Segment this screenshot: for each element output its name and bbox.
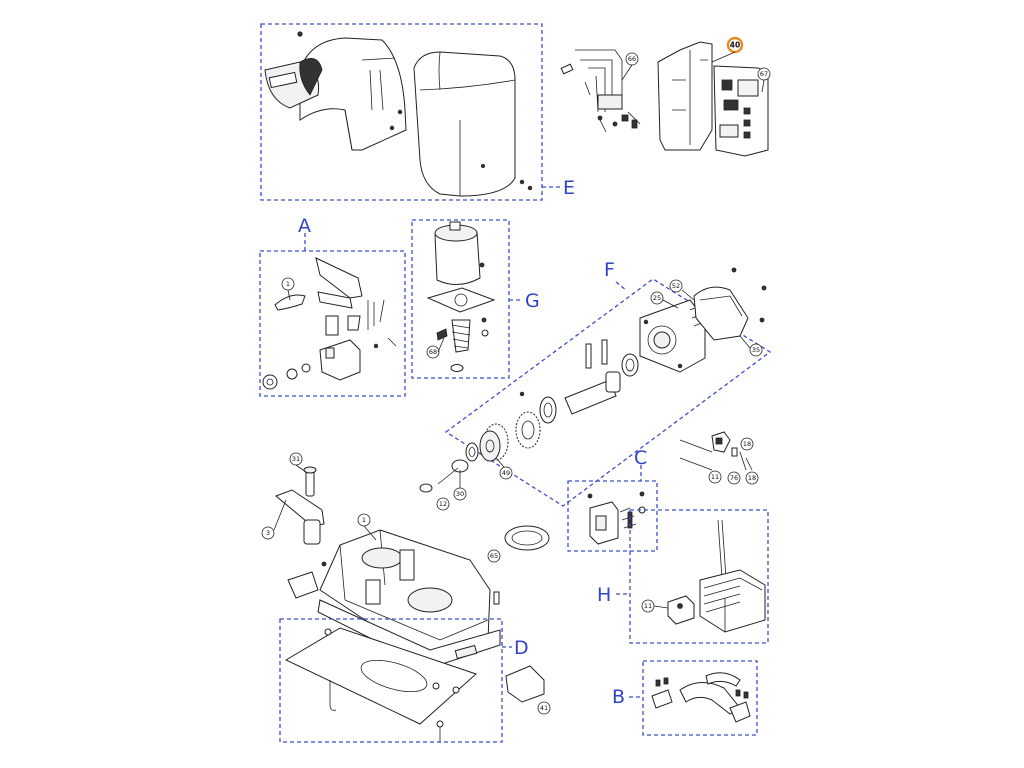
group-d-label: D <box>514 637 529 659</box>
svg-text:11: 11 <box>711 473 719 481</box>
group-f-gear-assembly: F <box>419 259 772 507</box>
svg-text:67: 67 <box>760 70 768 78</box>
callout-1-base: 1 <box>357 513 371 527</box>
callout-52: 52 <box>669 279 683 293</box>
svg-text:11: 11 <box>644 602 652 610</box>
svg-text:49: 49 <box>502 469 510 477</box>
svg-text:40: 40 <box>730 41 740 50</box>
callout-leaders <box>273 51 765 609</box>
callout-11-h: 11 <box>641 599 655 613</box>
group-b-box <box>642 660 758 736</box>
callout-40: 40 <box>726 36 744 54</box>
group-g-label: G <box>525 290 540 312</box>
callout-49: 49 <box>499 466 513 480</box>
control-board-parts <box>560 41 769 157</box>
svg-text:18: 18 <box>743 440 751 448</box>
group-a-box <box>259 250 406 397</box>
svg-text:76: 76 <box>730 474 738 482</box>
svg-text:3: 3 <box>266 529 270 537</box>
group-h-transformer-assembly: H <box>597 509 769 644</box>
group-b-label: B <box>612 686 625 708</box>
svg-text:18: 18 <box>748 474 756 482</box>
group-e-cover-assembly: E <box>260 23 575 201</box>
group-b-assembly: B <box>612 660 758 736</box>
callout-76: 76 <box>727 471 741 485</box>
base-housing <box>275 466 550 669</box>
svg-text:1: 1 <box>286 280 290 288</box>
callout-12: 12 <box>436 497 450 511</box>
svg-text:41: 41 <box>540 704 548 712</box>
svg-text:1: 1 <box>362 516 366 524</box>
callout-67: 67 <box>757 67 771 81</box>
group-h-box <box>629 509 769 644</box>
callout-35: 35 <box>749 343 763 357</box>
callout-3: 3 <box>261 526 275 540</box>
group-g-motor-assembly: G <box>411 219 540 379</box>
group-d-box <box>279 618 503 743</box>
callout-41: 41 <box>537 701 551 715</box>
group-d-base-plate: D <box>279 618 545 743</box>
svg-text:35: 35 <box>752 346 760 354</box>
svg-text:30: 30 <box>456 490 464 498</box>
group-c-label: C <box>634 447 647 469</box>
callout-25: 25 <box>650 291 664 305</box>
callout-65: 65 <box>487 549 501 563</box>
limit-switch-parts <box>679 431 753 471</box>
svg-text:52: 52 <box>672 282 680 290</box>
callout-66: 66 <box>625 52 639 66</box>
group-c-box <box>567 480 658 552</box>
group-f-label: F <box>604 259 615 281</box>
svg-text:65: 65 <box>490 552 498 560</box>
callout-1-a: 1 <box>281 277 295 291</box>
group-c-assembly: C <box>567 447 658 552</box>
callout-30: 30 <box>453 487 467 501</box>
group-e-box <box>260 23 543 201</box>
callout-18-bottom: 18 <box>745 471 759 485</box>
group-h-label: H <box>597 584 611 606</box>
svg-text:25: 25 <box>653 294 661 302</box>
svg-text:12: 12 <box>439 500 447 508</box>
svg-text:66: 66 <box>628 55 636 63</box>
group-a-label: A <box>298 215 311 237</box>
group-a-assembly: A <box>259 215 406 397</box>
group-f-box <box>444 278 772 507</box>
callout-68: 68 <box>426 345 440 359</box>
group-e-label: E <box>563 177 575 199</box>
svg-text:68: 68 <box>429 348 437 356</box>
svg-text:31: 31 <box>292 455 300 463</box>
callout-31: 31 <box>289 452 303 466</box>
callout-11-f: 11 <box>708 470 722 484</box>
callout-18-top: 18 <box>740 437 754 451</box>
group-g-box <box>411 219 510 379</box>
